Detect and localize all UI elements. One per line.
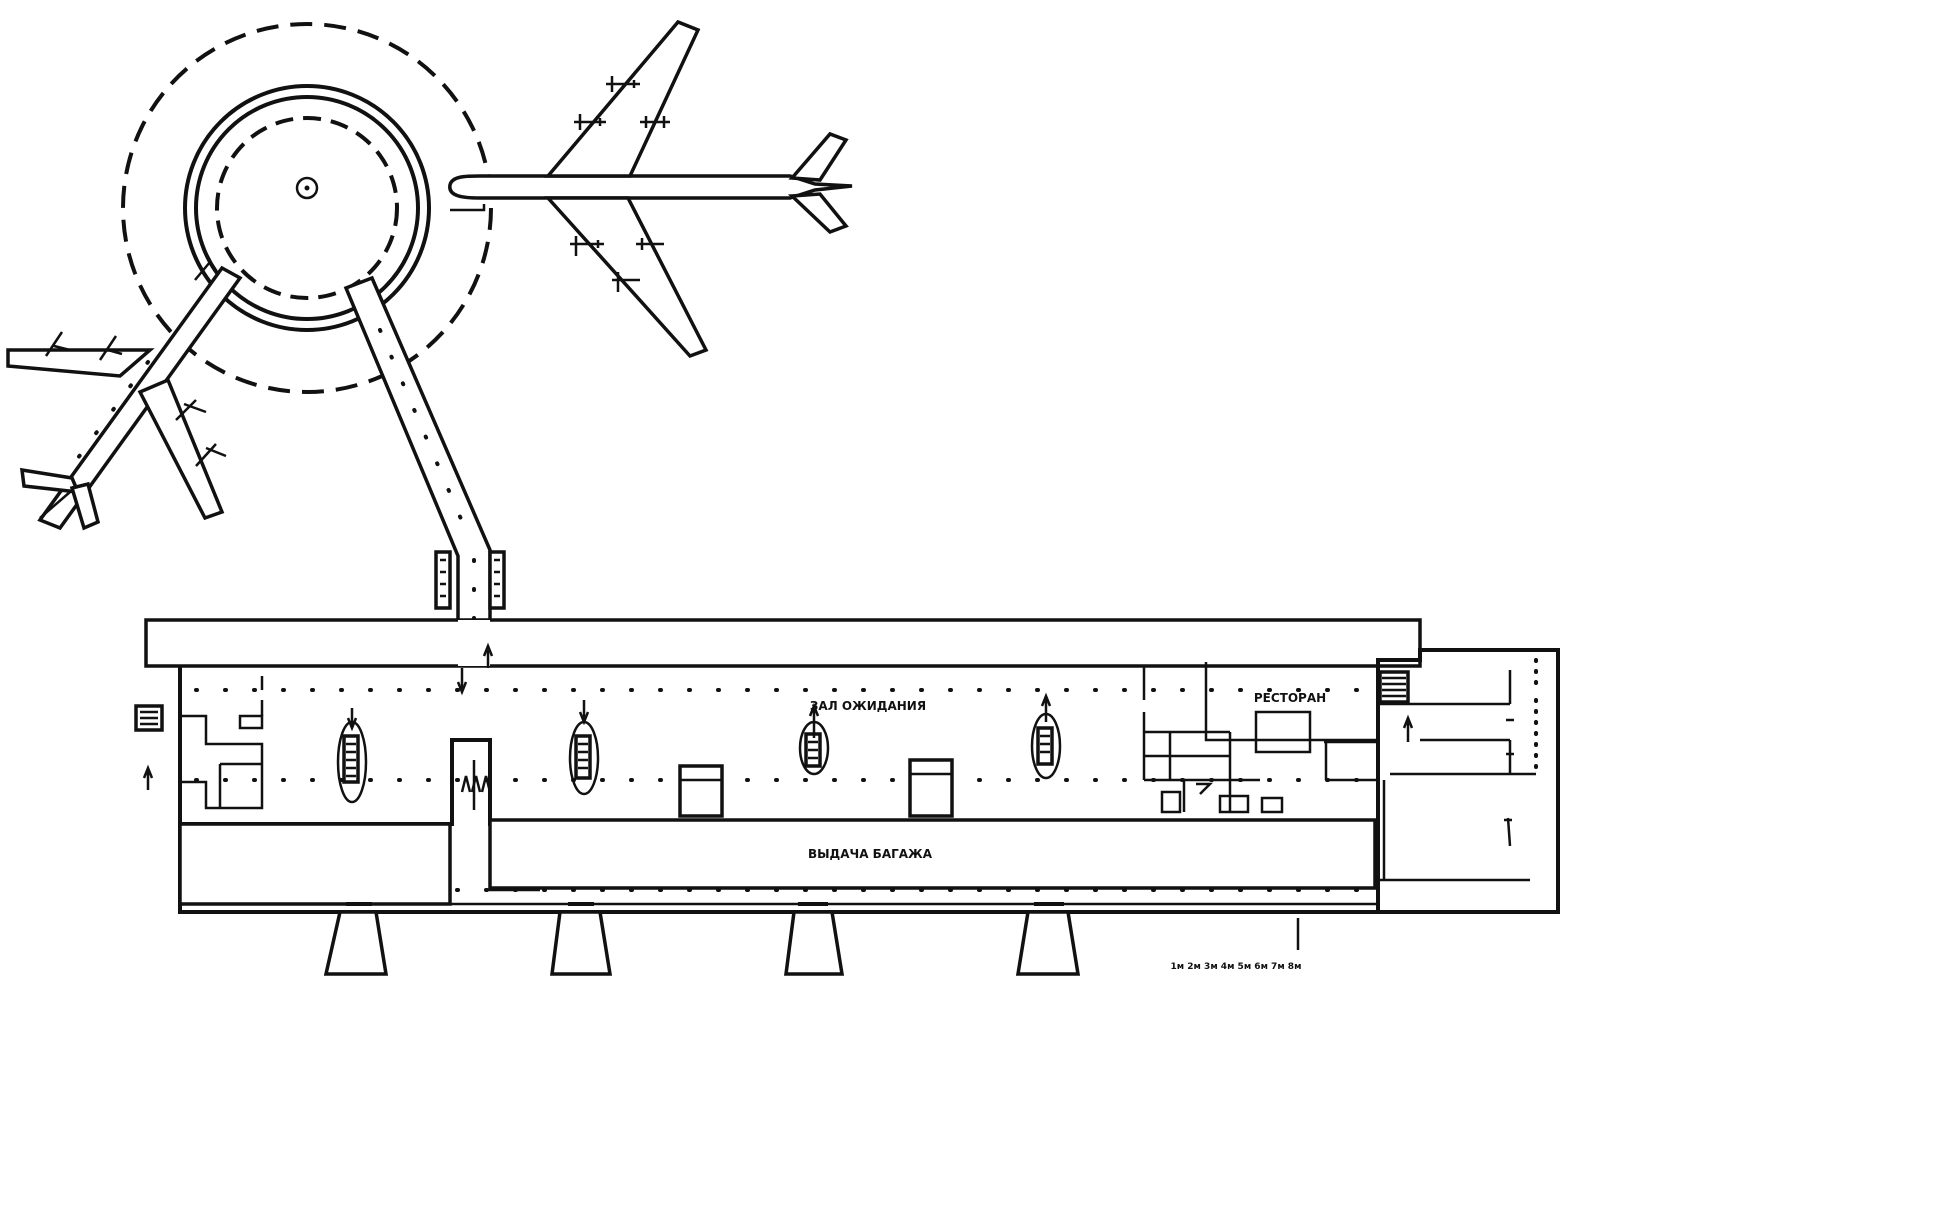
escalator-4 xyxy=(1030,692,1062,780)
gate-door-left xyxy=(434,550,452,610)
escalator-2 xyxy=(568,700,600,796)
satellite-center-mark xyxy=(295,176,319,200)
escalator-3 xyxy=(798,702,830,776)
entrance-canopy-1 xyxy=(323,910,389,976)
baggage-hall xyxy=(488,818,1377,890)
room-west xyxy=(180,714,264,810)
satellite-apron xyxy=(121,22,493,394)
apron-outer-dashed-ring xyxy=(121,22,493,394)
engine-icon xyxy=(570,236,604,256)
gate-door-right xyxy=(488,550,506,610)
satellite-inner-wall xyxy=(194,95,420,321)
airport-terminal-plan: ВЫДАЧА БАГАЖА xyxy=(6,19,1560,976)
aircraft-sw-tail-south xyxy=(69,481,101,531)
scale-bar: 1м 2м 3м 4м 5м 6м 7м 8м xyxy=(1171,918,1302,972)
engine-icon xyxy=(195,443,227,467)
up-arrows-icon xyxy=(460,775,492,793)
aircraft-sw-wing-west xyxy=(6,348,155,378)
restaurant-room xyxy=(1204,662,1376,742)
engine-icon xyxy=(98,335,123,361)
restaurant-label: РЕСТОРАН xyxy=(1254,691,1326,705)
baggage-hall-label: ВЫДАЧА БАГАЖА xyxy=(808,847,933,861)
arrow-up-icon xyxy=(1402,714,1414,742)
kiosk-1 xyxy=(678,764,724,818)
engine-icon xyxy=(44,331,71,357)
scale-label: 1м 2м 3м 4м 5м 6м 7м 8м xyxy=(1171,962,1302,972)
aircraft-east xyxy=(448,19,853,359)
jetway-left xyxy=(37,261,243,531)
stair-east-icon xyxy=(1378,670,1410,704)
aircraft-east-fuselage xyxy=(448,174,853,200)
entrance-canopy-2 xyxy=(550,910,613,976)
arrow-up-icon xyxy=(142,764,154,790)
entrance-canopy-4 xyxy=(1015,910,1081,976)
satellite-inner-dashed-ring xyxy=(215,116,399,300)
aircraft-east-wing-south xyxy=(544,196,709,359)
baggage-corridor-west xyxy=(178,822,452,906)
satellite-outer-wall xyxy=(183,84,431,332)
airside-corridor xyxy=(144,618,1422,668)
engine-icon xyxy=(175,399,207,421)
aircraft-east-tail-north xyxy=(788,131,849,182)
aircraft-sw-wing-south xyxy=(137,377,225,521)
engine-icon xyxy=(574,114,606,130)
engine-icon xyxy=(606,76,640,92)
engine-icon xyxy=(640,116,670,128)
connector-jetway xyxy=(343,275,506,632)
engine-icon xyxy=(612,272,640,292)
kiosk-2 xyxy=(908,758,954,818)
aircraft-east-wing-north xyxy=(544,19,701,178)
landside-entrances xyxy=(323,902,1081,976)
escalator-1 xyxy=(336,708,368,804)
aircraft-east-tail-south xyxy=(787,192,849,235)
aircraft-sw-tail-west xyxy=(19,467,81,495)
entrance-canopy-3 xyxy=(784,910,845,976)
terminal-building: ВЫДАЧА БАГАЖА xyxy=(134,618,1560,914)
waiting-hall-label: ЗАЛ ОЖИДАНИЯ xyxy=(810,699,926,713)
aircraft-southwest xyxy=(6,331,227,531)
engine-icon xyxy=(636,238,664,250)
